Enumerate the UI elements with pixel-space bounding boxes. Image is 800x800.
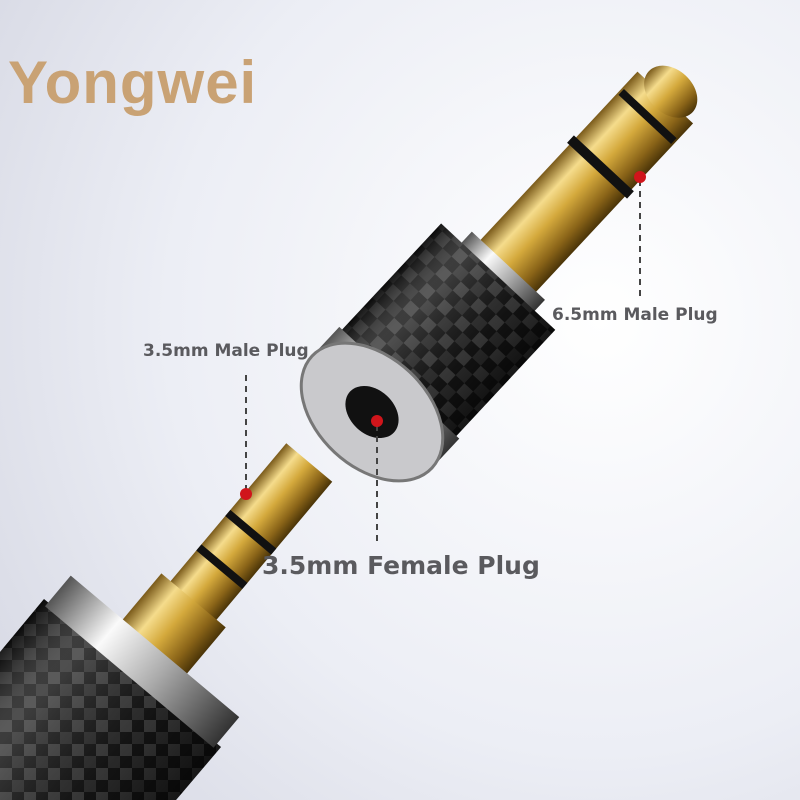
plug-35mm-body-shading [0, 599, 221, 800]
plug-35mm [45, 443, 333, 748]
marker-dot-65 [634, 171, 646, 183]
gold-shaft [473, 71, 694, 299]
label-35mm-female-plug: 3.5mm Female Plug [262, 551, 540, 580]
label-65mm-male-plug: 6.5mm Male Plug [552, 305, 718, 325]
marker-dot-35-male [240, 488, 252, 500]
label-35mm-male-plug: 3.5mm Male Plug [143, 341, 309, 361]
socket-hole [345, 385, 399, 439]
adapter-65mm [299, 65, 698, 483]
marker-dot-35-female [371, 415, 383, 427]
brand-logo: Yongwei [8, 49, 258, 116]
tip-ball [644, 65, 698, 118]
